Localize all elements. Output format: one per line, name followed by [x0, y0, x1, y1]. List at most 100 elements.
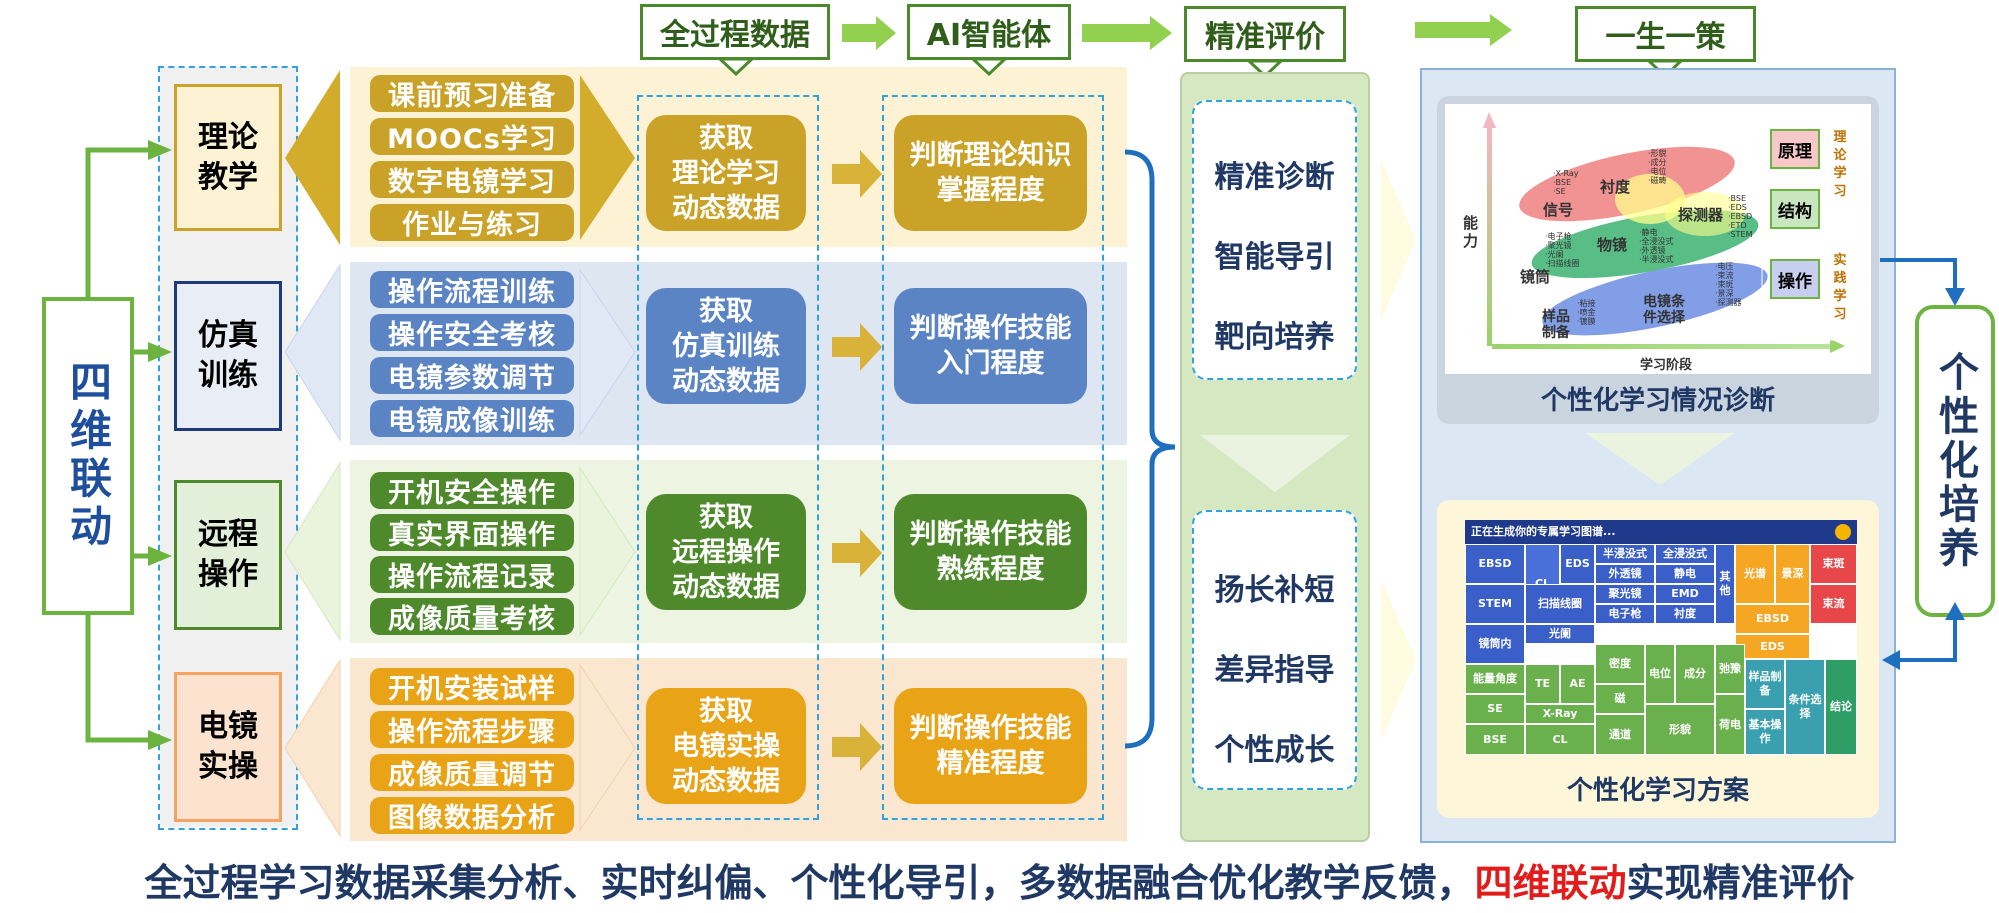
treemap-cell: 镜筒内: [1465, 624, 1525, 664]
judge-theory: 判断理论知识 掌握程度: [894, 115, 1087, 231]
bubble-detector: 探测器: [1678, 206, 1724, 224]
small-label-7: ·粘接 ·喷金 ·镀膜: [1577, 299, 1596, 326]
tag-sim-3: 电镜参数调节: [370, 357, 574, 394]
treemap-cell: 外透镜: [1595, 564, 1655, 584]
treemap-cell: 成分: [1675, 644, 1715, 704]
category-column-frame: [158, 66, 298, 830]
header-one-policy: 一生一策: [1575, 6, 1756, 62]
tag-theory-3: 数字电镜学习: [370, 161, 574, 198]
tag-theory-4: 作业与练习: [370, 204, 574, 241]
eval-down-arrow: [1200, 435, 1350, 492]
treemap-cell: 全浸没式: [1655, 544, 1715, 564]
treemap-cell: 光谱: [1735, 544, 1775, 604]
treemap-cell: 形貌: [1645, 704, 1715, 755]
treemap-cell: 通道: [1595, 714, 1645, 755]
collect-remote: 获取 远程操作 动态数据: [646, 494, 806, 610]
category-remote: 远程 操作: [174, 480, 282, 630]
tag-practice-3: 成像质量调节: [370, 754, 574, 791]
collect-practice: 获取 电镜实操 动态数据: [646, 688, 806, 804]
treemap-cell: 半浸没式: [1595, 544, 1655, 564]
tag-theory-2: MOOCs学习: [370, 118, 574, 155]
judge-remote: 判断操作技能 熟练程度: [894, 494, 1087, 610]
right-connectors: [1880, 258, 1965, 670]
footer-part1: 全过程学习数据采集分析、实时纠偏、个性化导引，多数据融合优化教学反馈，: [144, 861, 1475, 905]
plan-caption: 个性化学习方案: [1566, 776, 1749, 806]
small-label-1: ·形貌 ·成分 ·电位 ·磁畴: [1648, 149, 1667, 185]
arrow-right-icon: [1082, 16, 1172, 50]
eval-item-1: 精准诊断: [1214, 160, 1335, 195]
diagnosis-chart: 能 力 学习阶段 信号 衬度 探测器 物镜 镜筒 电镜条 件选择 样品 制备 ·…: [1445, 104, 1871, 374]
treemap-cell: 样品制备: [1745, 659, 1785, 709]
treemap-cell: SE: [1465, 694, 1525, 724]
judge-column-frame: [882, 95, 1104, 820]
category-theory: 理论 教学: [174, 84, 282, 231]
y-axis-label: 能 力: [1463, 214, 1479, 250]
bubble-sample: 样品 制备: [1542, 309, 1570, 341]
eval-item-5: 差异指导: [1214, 653, 1335, 688]
bubble-contrast: 衬度: [1600, 178, 1631, 196]
treemap-cell: 其他: [1715, 544, 1735, 624]
tag-remote-2: 真实界面操作: [370, 514, 574, 551]
bubble-objective: 物镜: [1597, 236, 1628, 254]
small-label-4: ·电子枪 ·聚光镜 ·光阑 ·扫描线圈: [1545, 232, 1580, 268]
treemap-cell: 弛豫: [1715, 644, 1745, 694]
plan-card: 正在生成你的专属学习图谱... EBSDCLEDS半浸没式全浸没式STEM外透镜…: [1437, 500, 1879, 818]
treemap-cell: AE: [1560, 664, 1595, 704]
diagnosis-svg: [1483, 112, 1845, 353]
treemap-cell: BSE: [1465, 724, 1525, 755]
eval-bottom-frame: [1192, 510, 1357, 790]
arrow-right-icon: [832, 723, 882, 771]
treemap-cell: 能量角度: [1465, 664, 1525, 694]
treemap-cell: 基本操作: [1745, 709, 1785, 755]
treemap-cell: 电位: [1645, 644, 1675, 704]
eval-item-2: 智能导引: [1214, 240, 1335, 275]
tag-sim-4: 电镜成像训练: [370, 400, 574, 437]
treemap-cell: 束斑: [1810, 544, 1857, 584]
plan-map-title: 正在生成你的专属学习图谱...: [1465, 520, 1857, 544]
treemap-cell: 衬度: [1655, 604, 1715, 624]
tag-remote-1: 开机安全操作: [370, 472, 574, 509]
collect-column-frame: [637, 95, 819, 820]
treemap-cell: EBSD: [1465, 544, 1525, 584]
treemap-cell: 扫描线圈: [1525, 584, 1595, 624]
plan-treemap: EBSDCLEDS半浸没式全浸没式STEM外透镜静电其他扫描线圈聚光镜EMD镜筒…: [1465, 544, 1857, 755]
treemap-cell: 光阑: [1525, 624, 1595, 644]
plan-map-logo-icon: [1835, 524, 1851, 540]
treemap-cell: 密度: [1595, 644, 1645, 684]
treemap-cell: EDS: [1735, 634, 1810, 659]
plan-map: 正在生成你的专属学习图谱... EBSDCLEDS半浸没式全浸没式STEM外透镜…: [1465, 520, 1857, 755]
tag-sim-2: 操作安全考核: [370, 314, 574, 351]
treemap-cell: 磁: [1595, 684, 1645, 714]
treemap-cell: 条件选择: [1785, 659, 1825, 755]
tag-brackets: [284, 70, 636, 838]
left-connectors: [85, 140, 172, 750]
tag-practice-1: 开机安装试样: [370, 668, 574, 705]
tag-remote-4: 成像质量考核: [370, 598, 574, 635]
treemap-cell: 结论: [1825, 659, 1857, 755]
four-dim-label: 四维联动: [63, 360, 113, 552]
category-simulation: 仿真 训练: [174, 281, 282, 431]
judge-practice: 判断操作技能 精准程度: [894, 688, 1087, 804]
side-tag-theory: 理论 学习: [1833, 130, 1847, 199]
eval-item-6: 个性成长: [1214, 733, 1335, 768]
small-label-3: ·BSE ·EDS ·EBSD ·ETD ·STEM: [1728, 194, 1753, 239]
arrow-right-icon: [832, 529, 882, 577]
footer-highlight: 四维联动: [1474, 861, 1627, 905]
x-axis-label: 学习阶段: [1640, 358, 1693, 373]
tag-theory-1: 课前预习准备: [370, 75, 574, 112]
footer-text: 全过程学习数据采集分析、实时纠偏、个性化导引，多数据融合优化教学反馈，四维联动实…: [0, 852, 1999, 907]
treemap-cell: 聚光镜: [1595, 584, 1655, 604]
four-dim-box: 四维联动: [42, 297, 134, 615]
treemap-cell: X-Ray: [1525, 704, 1595, 724]
middle-arrows: [832, 150, 882, 771]
side-box-principle: 原理: [1770, 129, 1820, 169]
eval-top-frame: [1192, 100, 1357, 380]
eval-bottom-list: 扬长补短 差异指导 个性成长: [1192, 510, 1357, 790]
arrow-right-icon: [832, 323, 882, 371]
diagnosis-card: 能 力 学习阶段 信号 衬度 探测器 物镜 镜筒 电镜条 件选择 样品 制备 ·…: [1437, 96, 1879, 424]
tag-remote-3: 操作流程记录: [370, 556, 574, 593]
treemap-cell: 电子枪: [1595, 604, 1655, 624]
collect-theory: 获取 理论学习 动态数据: [646, 115, 806, 231]
judge-sim: 判断操作技能 入门程度: [894, 288, 1087, 404]
